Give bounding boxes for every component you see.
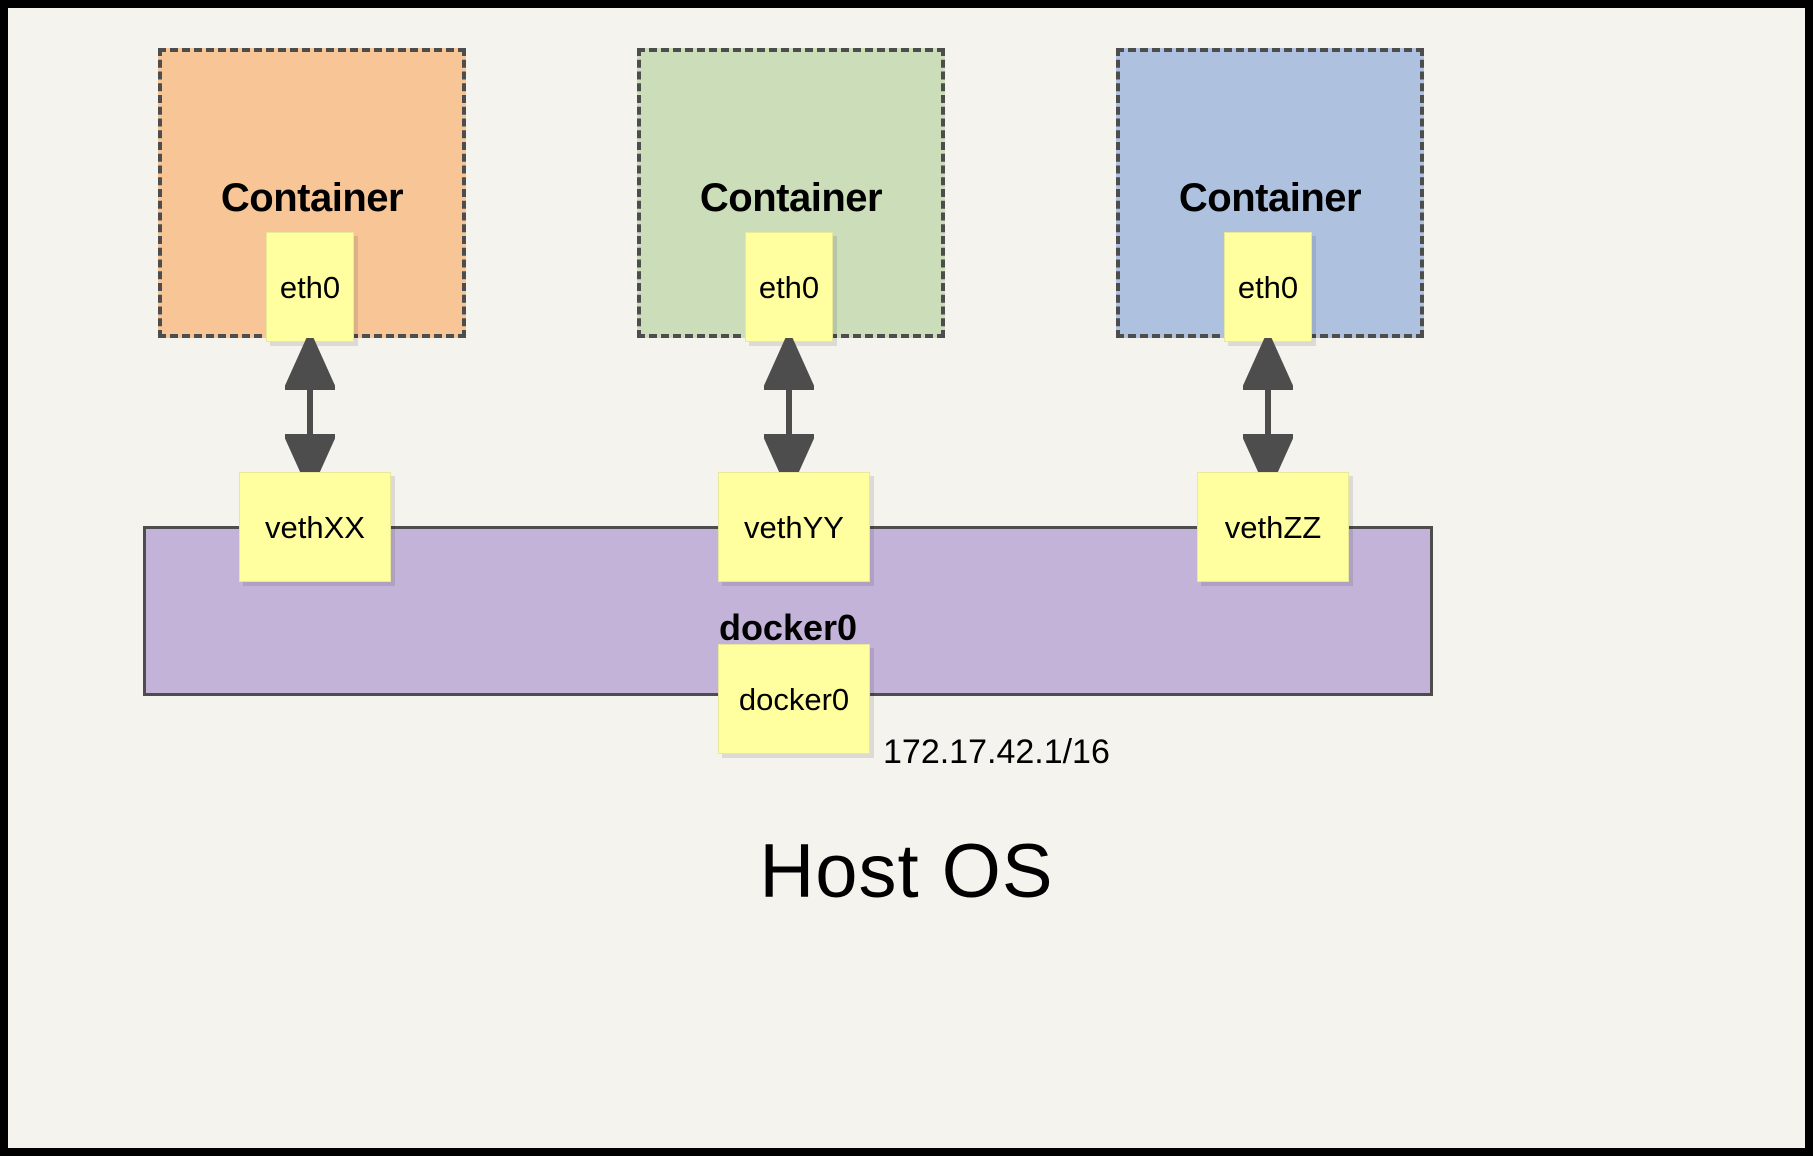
eth0-node-2-label: eth0 bbox=[758, 269, 820, 305]
eth0-node-1-label: eth0 bbox=[279, 269, 341, 305]
veth-link-arrow-2 bbox=[764, 338, 814, 486]
eth0-node-1[interactable]: eth0 bbox=[266, 232, 354, 342]
veth-node-1[interactable]: vethXX bbox=[239, 472, 391, 582]
eth0-node-2[interactable]: eth0 bbox=[745, 232, 833, 342]
host-os-label: Host OS bbox=[759, 829, 1054, 914]
veth-node-2[interactable]: vethYY bbox=[718, 472, 870, 582]
docker0-interface-label: docker0 bbox=[738, 681, 850, 717]
docker0-ip-label: 172.17.42.1/16 bbox=[883, 733, 1110, 771]
docker0-bridge-label: docker0 bbox=[718, 607, 858, 648]
veth-node-3-label: vethZZ bbox=[1224, 509, 1322, 545]
eth0-node-3[interactable]: eth0 bbox=[1224, 232, 1312, 342]
veth-node-3[interactable]: vethZZ bbox=[1197, 472, 1349, 582]
host-os-panel: Container Container Container eth0 eth0 … bbox=[8, 8, 1805, 1148]
docker0-interface-node[interactable]: docker0 bbox=[718, 644, 870, 754]
container-title-1: Container bbox=[220, 176, 404, 220]
eth0-node-3-label: eth0 bbox=[1237, 269, 1299, 305]
container-title-3: Container bbox=[1178, 176, 1362, 220]
veth-link-arrow-3 bbox=[1243, 338, 1293, 486]
veth-link-arrow-1 bbox=[285, 338, 335, 486]
veth-node-2-label: vethYY bbox=[744, 509, 844, 545]
veth-node-1-label: vethXX bbox=[265, 509, 365, 545]
container-title-2: Container bbox=[699, 176, 883, 220]
